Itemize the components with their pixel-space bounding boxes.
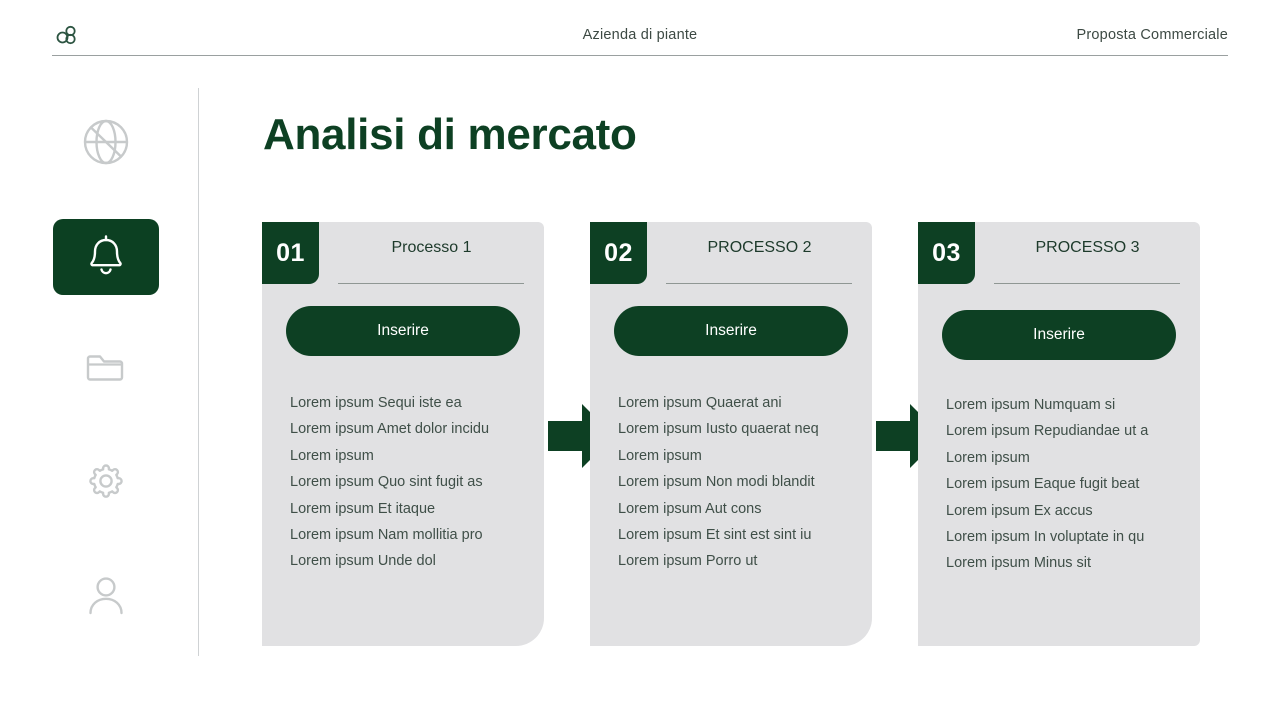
list-item: Lorem ipsum — [946, 449, 1030, 466]
sidebar-item-globe[interactable] — [53, 106, 159, 182]
card-item-list: Lorem ipsum Quaerat ani Lorem ipsum Iust… — [590, 356, 872, 575]
bell-icon — [80, 229, 132, 286]
card-title-rule — [666, 283, 852, 284]
globe-icon — [78, 114, 134, 175]
card-button-area: Inserire — [590, 284, 872, 356]
list-item: Lorem ipsum — [290, 447, 374, 464]
sidebar-item-settings[interactable] — [53, 445, 159, 521]
sidebar-item-profile[interactable] — [53, 558, 159, 634]
card-item-list: Lorem ipsum Numquam si Lorem ipsum Repud… — [918, 360, 1200, 577]
list-item: Lorem ipsum Ex accus — [946, 502, 1093, 519]
page-title: Analisi di mercato — [263, 110, 637, 159]
process-card-2: 02 PROCESSO 2 Inserire Lorem ipsum Quaer… — [590, 222, 872, 646]
process-cards-container: 01 Processo 1 Inserire Lorem ipsum Sequi… — [262, 222, 1208, 646]
sidebar-divider — [198, 88, 199, 656]
card-number-badge: 03 — [918, 222, 975, 284]
list-item: Lorem ipsum Quaerat ani — [618, 395, 782, 411]
card-header: 03 PROCESSO 3 — [918, 222, 1200, 284]
list-item: Lorem ipsum In voluptate in qu — [946, 529, 1145, 546]
list-item: Lorem ipsum Porro ut — [618, 553, 758, 570]
user-icon — [80, 568, 132, 625]
list-item: Lorem ipsum Nam mollitia pro — [290, 527, 483, 544]
card-title: PROCESSO 2 — [707, 239, 812, 256]
sidebar-item-notifications[interactable] — [53, 219, 159, 295]
card-item-list: Lorem ipsum Sequi iste ea Lorem ipsum Am… — [262, 356, 544, 575]
process-card-1: 01 Processo 1 Inserire Lorem ipsum Sequi… — [262, 222, 544, 646]
list-item: Lorem ipsum Et sint est sint iu — [618, 527, 812, 544]
sidebar-item-files[interactable] — [53, 332, 159, 408]
gear-icon — [80, 455, 132, 512]
card-header: 02 PROCESSO 2 — [590, 222, 872, 284]
list-item: Lorem ipsum Numquam si — [946, 397, 1116, 413]
list-item: Lorem ipsum Eaque fugit beat — [946, 476, 1140, 493]
top-header-bar: Azienda di piante Proposta Commerciale — [52, 14, 1228, 56]
list-item: Lorem ipsum Et itaque — [290, 500, 436, 517]
card-title: Processo 1 — [391, 239, 472, 256]
list-item: Lorem ipsum Non modi blandit — [618, 474, 815, 491]
folder-icon — [80, 342, 132, 399]
card-title-rule — [994, 283, 1180, 284]
card-number-badge: 01 — [262, 222, 319, 284]
list-item: Lorem ipsum Minus sit — [946, 555, 1092, 572]
list-item: Lorem ipsum Iusto quaerat neq — [618, 421, 819, 438]
process-card-3: 03 PROCESSO 3 Inserire Lorem ipsum Numqu… — [918, 222, 1200, 646]
card-title-rule — [338, 283, 524, 284]
insert-button[interactable]: Inserire — [286, 306, 520, 356]
list-item: Lorem ipsum Quo sint fugit as — [290, 474, 483, 491]
list-item: Lorem ipsum Unde dol — [290, 553, 436, 570]
card-button-area: Inserire — [262, 284, 544, 356]
list-item: Lorem ipsum Repudiandae ut a — [946, 423, 1149, 440]
card-button-area: Inserire — [918, 284, 1200, 360]
card-header: 01 Processo 1 — [262, 222, 544, 284]
three-circles-logo-icon — [52, 20, 82, 50]
insert-button[interactable]: Inserire — [942, 310, 1176, 360]
header-company-name: Azienda di piante — [582, 26, 698, 43]
list-item: Lorem ipsum Aut cons — [618, 500, 762, 517]
insert-button[interactable]: Inserire — [614, 306, 848, 356]
card-number-badge: 02 — [590, 222, 647, 284]
sidebar-nav — [52, 88, 160, 656]
list-item: Lorem ipsum — [618, 447, 702, 464]
card-title: PROCESSO 3 — [1035, 239, 1140, 256]
list-item: Lorem ipsum Amet dolor incidu — [290, 421, 490, 438]
header-document-type: Proposta Commerciale — [1076, 26, 1228, 43]
list-item: Lorem ipsum Sequi iste ea — [290, 395, 462, 411]
